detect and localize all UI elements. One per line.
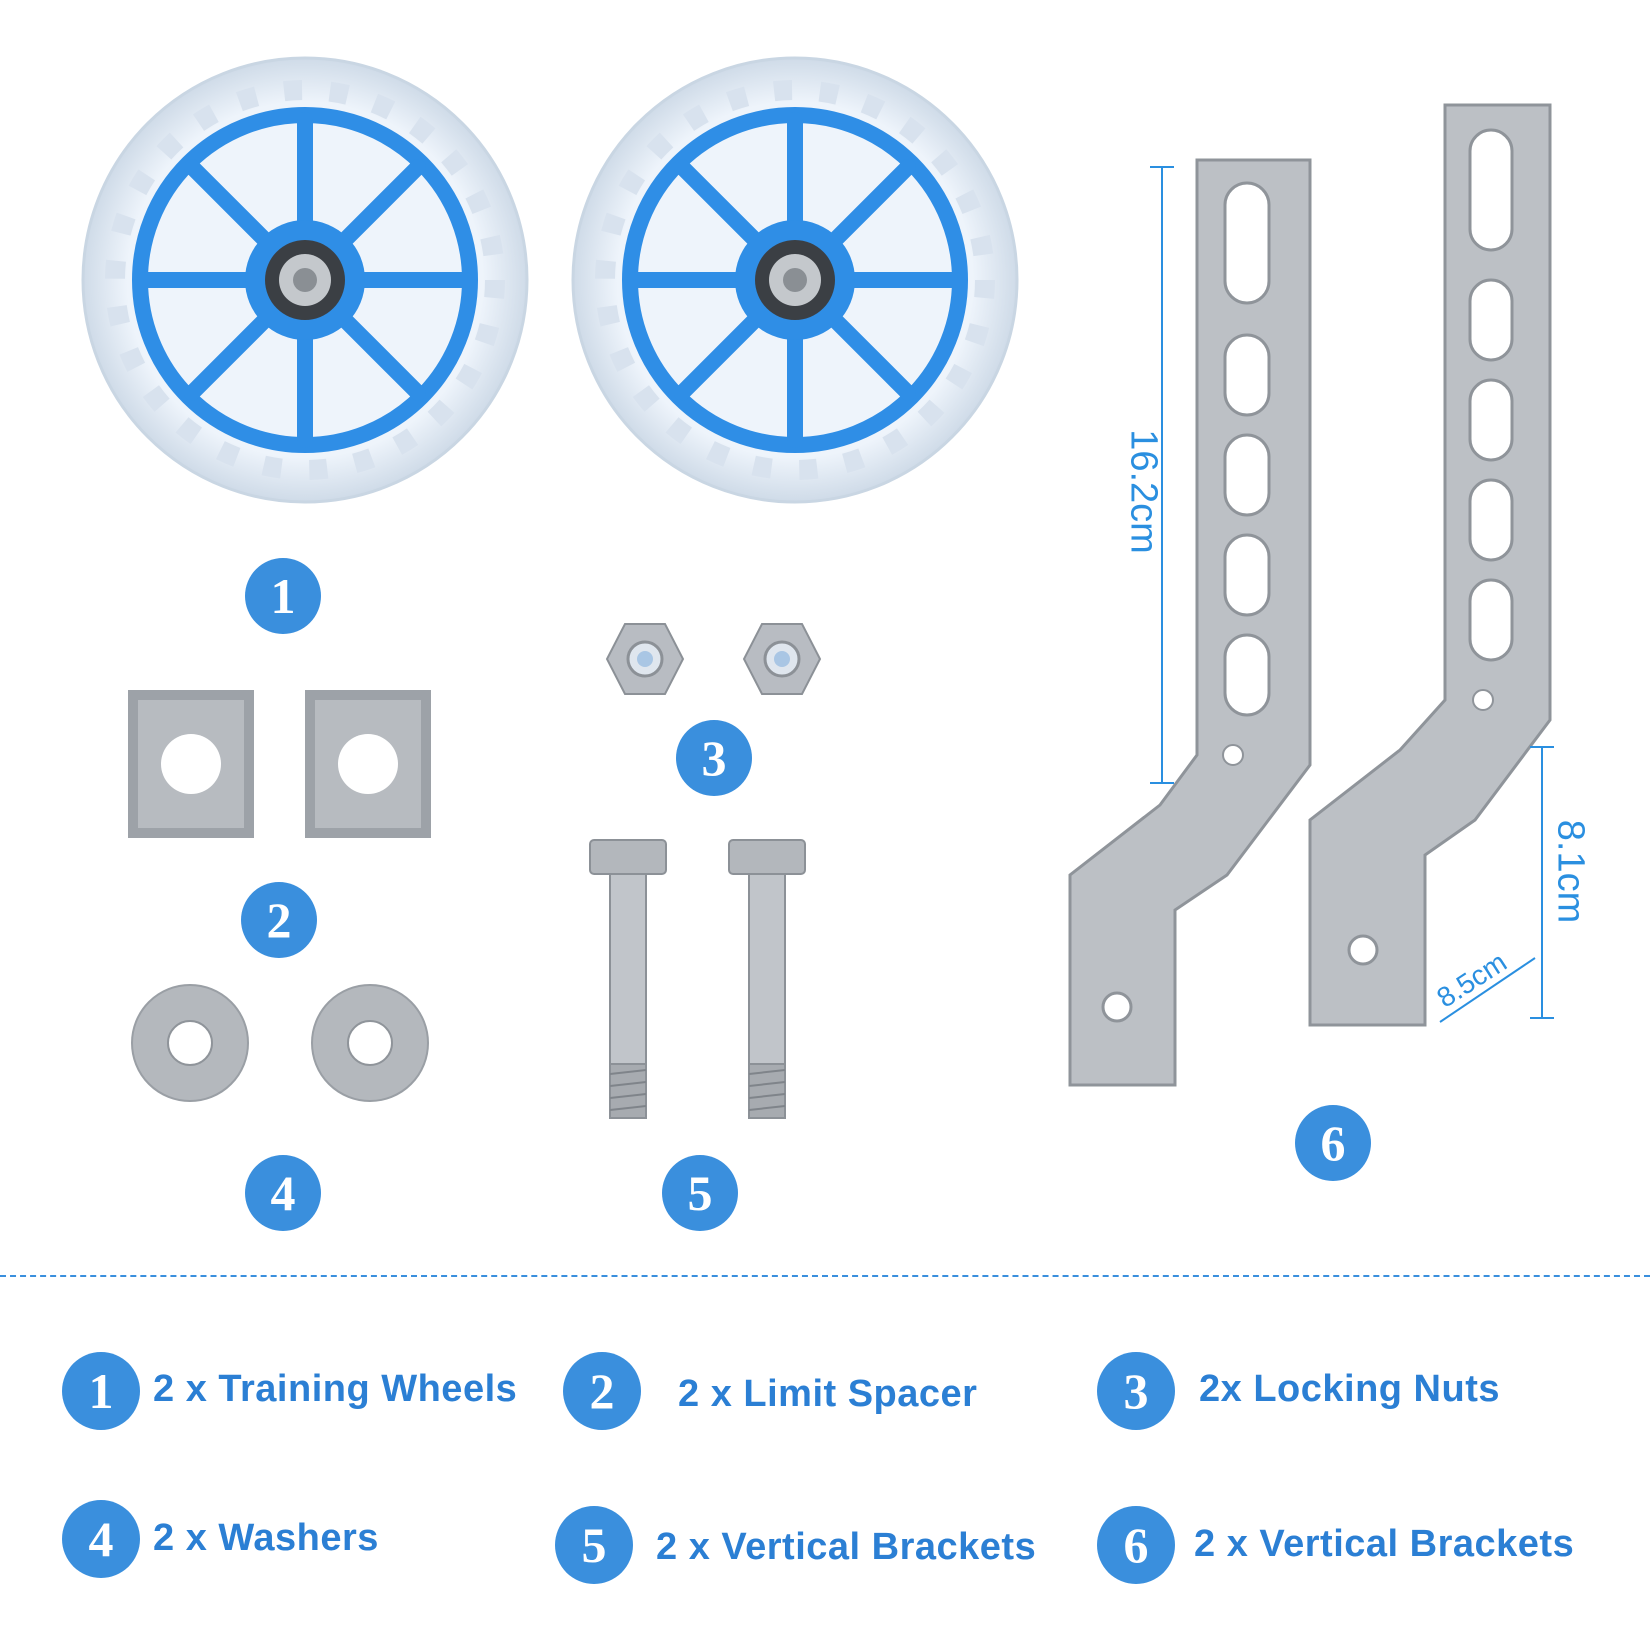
dimension-label-height: 16.2cm — [1122, 429, 1165, 554]
vertical-bracket-right — [1308, 103, 1552, 1027]
locking-nut-right — [742, 623, 822, 695]
washer-left — [131, 984, 249, 1102]
legend-text-5: 2 x Vertical Brackets — [656, 1526, 1037, 1568]
legend-badge-4: 4 — [62, 1500, 140, 1578]
dimension-line-foot-width — [1439, 957, 1536, 1023]
badge-3: 3 — [676, 720, 752, 796]
bolt-left — [589, 839, 667, 1119]
dimension-label-foot-height: 8.1cm — [1549, 819, 1592, 924]
legend-text-3: 2x Locking Nuts — [1199, 1368, 1500, 1410]
badge-6: 6 — [1295, 1105, 1371, 1181]
legend-badge-3: 3 — [1097, 1352, 1175, 1430]
badge-4: 4 — [245, 1155, 321, 1231]
dimension-line-foot-height — [1530, 746, 1554, 1019]
training-wheel-right — [571, 56, 1019, 504]
badge-2: 2 — [241, 882, 317, 958]
bolt-right — [728, 839, 806, 1119]
legend-text-2: 2 x Limit Spacer — [678, 1373, 978, 1415]
legend-badge-1: 1 — [62, 1352, 140, 1430]
limit-spacer-left — [128, 690, 254, 838]
vertical-bracket-left — [1068, 158, 1312, 1087]
washer-right — [311, 984, 429, 1102]
badge-5: 5 — [662, 1155, 738, 1231]
training-wheel-left — [81, 56, 529, 504]
limit-spacer-right — [305, 690, 431, 838]
legend-badge-6: 6 — [1097, 1506, 1175, 1584]
legend-text-1: 2 x Training Wheels — [153, 1368, 518, 1410]
badge-1: 1 — [245, 558, 321, 634]
dashed-divider — [0, 1275, 1650, 1277]
legend-badge-2: 2 — [563, 1352, 641, 1430]
legend-badge-5: 5 — [555, 1506, 633, 1584]
dimension-line-height — [1150, 166, 1174, 784]
legend-text-6: 2 x Vertical Brackets — [1194, 1523, 1575, 1565]
legend-text-4: 2 x Washers — [153, 1517, 379, 1559]
locking-nut-left — [605, 623, 685, 695]
